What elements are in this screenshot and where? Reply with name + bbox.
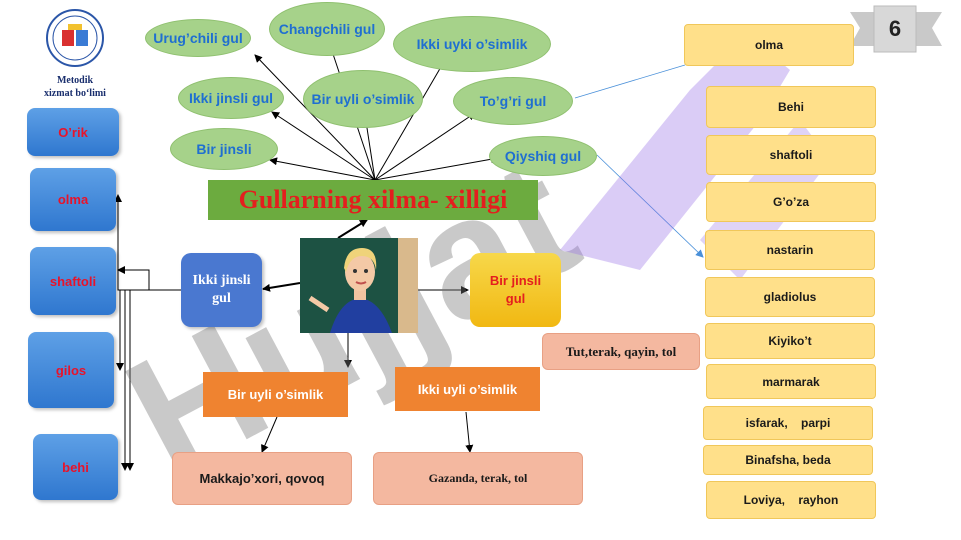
left-box-orik: O’rik [27, 108, 119, 156]
diagram-title: Gullarning xilma- xilligi [238, 185, 508, 214]
makkajoxori-box: Makkajo’xori, qovoq [172, 452, 352, 505]
right-box-binafsha: Binafsha, beda [703, 445, 873, 475]
bir-jinsli-gul-label: Bir jinsli gul [489, 273, 542, 306]
right-box-isfarak: isfarak, parpi [703, 406, 873, 440]
right-box-olma: olma [684, 24, 854, 66]
ellipse-bir-uyli-osimlik: Bir uyli o’simlik [303, 70, 423, 128]
right-box-loviya: Loviya, rayhon [706, 481, 876, 519]
logo-caption-line1: Metodik [56, 75, 94, 86]
slide-number-badge: 6 [850, 4, 942, 54]
left-box-shaftoli: shaftoli [30, 247, 116, 315]
right-box-shaftoli: shaftoli [706, 135, 876, 175]
ellipse-togri-gul: To’g’ri gul [453, 77, 573, 125]
ellipse-bir-jinsli: Bir jinsli [170, 128, 278, 170]
bir-jinsli-gul-box: Bir jinsli gul [470, 253, 561, 327]
slide-number: 6 [888, 16, 902, 41]
ellipse-ikki-jinsli-gul: Ikki jinsli gul [178, 77, 284, 119]
ellipse-urugchili-gul: Urug’chili gul [145, 19, 251, 57]
gazanda-box: Gazanda, terak, tol [373, 452, 583, 505]
logo-caption-line2: xizmat bo‘limi [44, 88, 106, 99]
left-box-behi: behi [33, 434, 118, 500]
right-box-behi: Behi [706, 86, 876, 128]
book-logo-icon [46, 9, 104, 67]
teacher-icon [300, 238, 418, 333]
ellipse-qiyshiq-gul: Qiyshiq gul [489, 136, 597, 176]
right-box-nastarin: nastarin [705, 230, 875, 270]
ikki-uyli-osimlik-box: Ikki uyli o’simlik [395, 367, 540, 411]
bir-uyli-osimlik-box: Bir uyli o’simlik [203, 372, 348, 417]
ikki-jinsli-gul-label: Ikki jinsli gul [192, 273, 251, 306]
tut-terak-box: Tut,terak, qayin, tol [542, 333, 700, 370]
left-box-gilos: gilos [28, 332, 114, 408]
ellipse-changchili-gul: Changchili gul [269, 2, 385, 56]
logo-caption: Metodik xizmat bo‘limi [30, 74, 120, 100]
ellipse-ikki-uyki-osimlik: Ikki uyki o’simlik [393, 16, 551, 72]
right-box-goza: G’o’za [706, 182, 876, 222]
right-box-marmarak: marmarak [706, 364, 876, 399]
left-box-olma: olma [30, 168, 116, 231]
right-box-gladiolus: gladiolus [705, 277, 875, 317]
logo [38, 8, 112, 68]
ikki-jinsli-gul-box: Ikki jinsli gul [181, 253, 262, 327]
right-box-kiyikot: Kiyiko’t [705, 323, 875, 359]
title-bar: Gullarning xilma- xilligi [208, 180, 538, 220]
teacher-illustration [300, 238, 418, 333]
